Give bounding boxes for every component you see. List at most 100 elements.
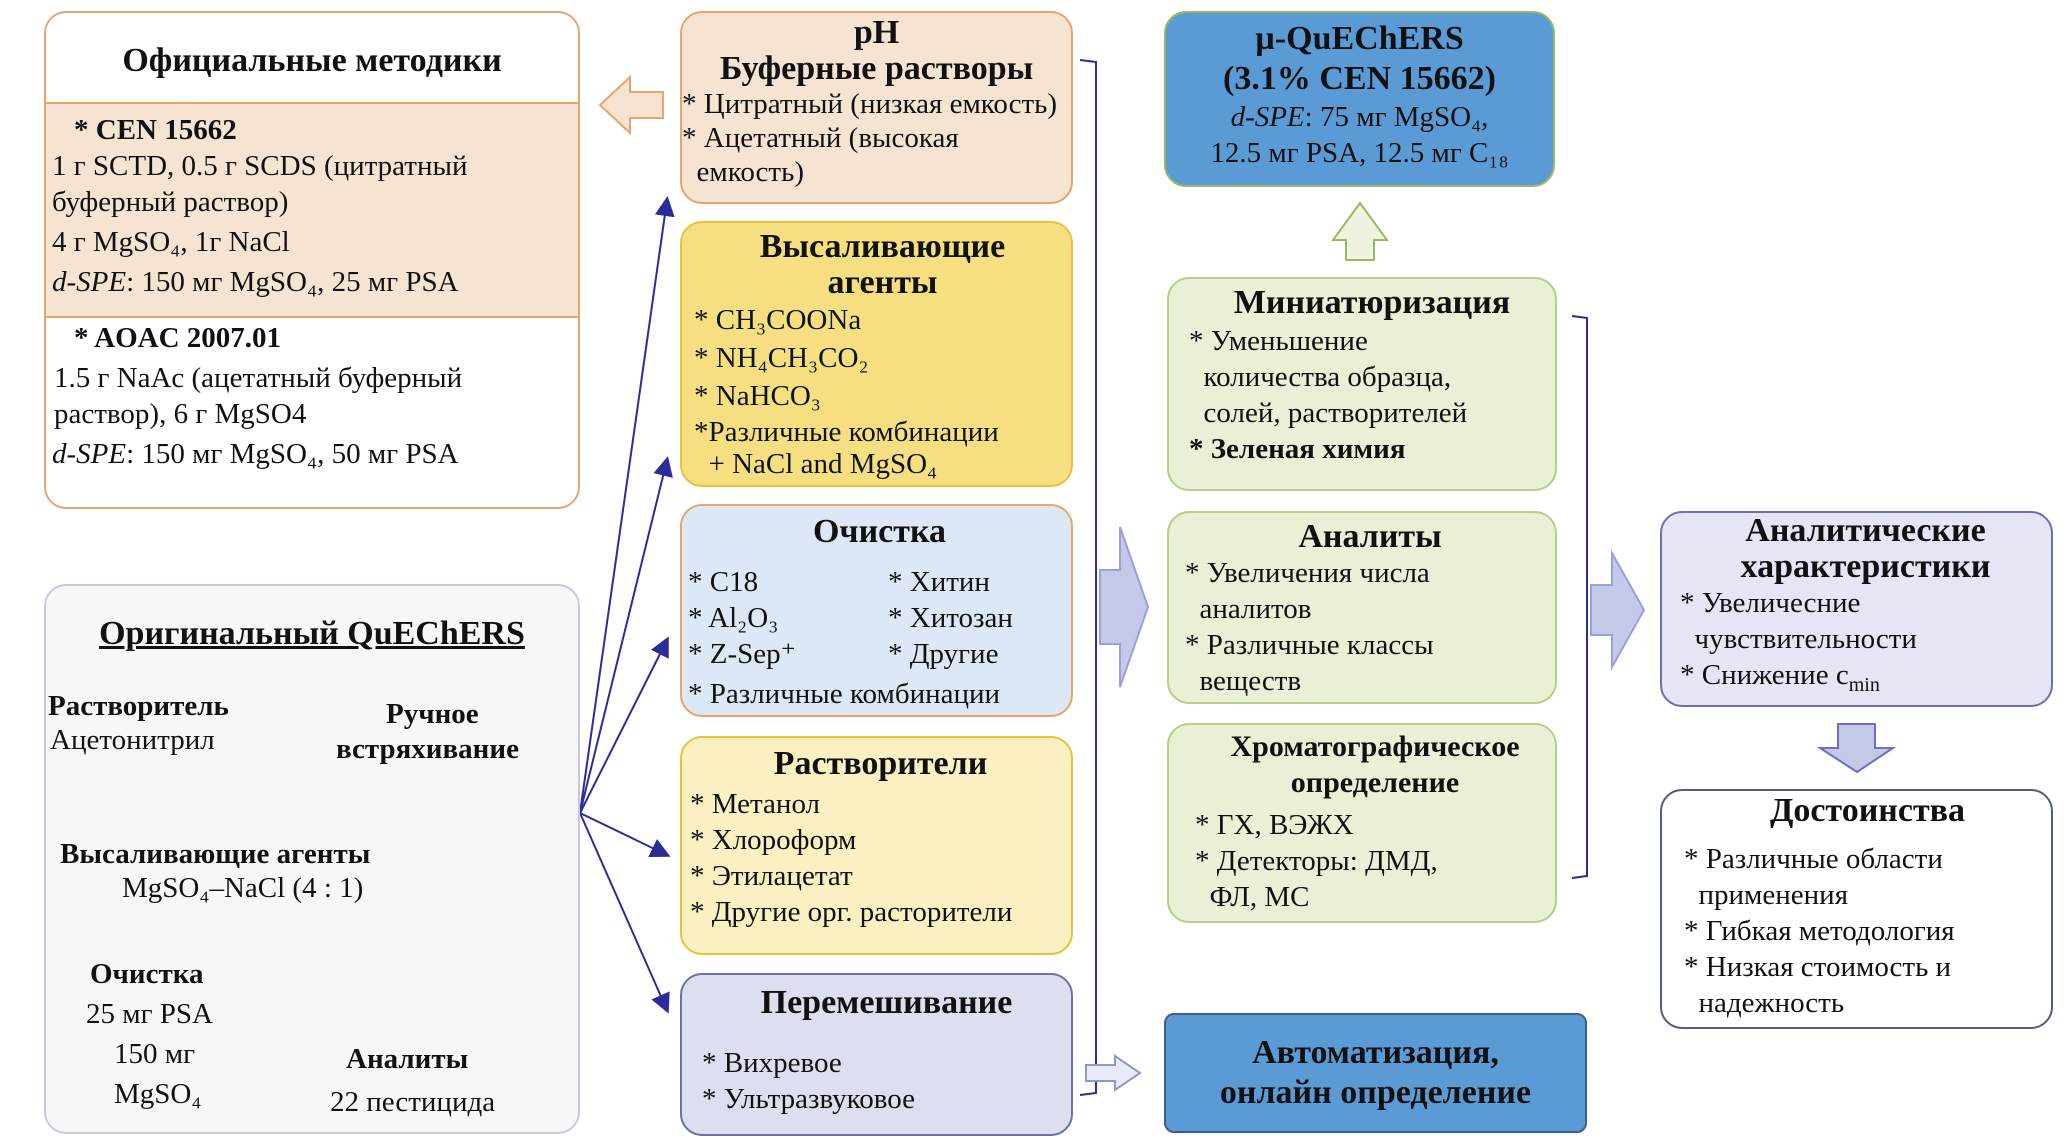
advantages-item: * Гибкая методология (1684, 915, 1955, 947)
analytical-item: * Снижение cmin (1680, 657, 2051, 703)
official-methods-title: Официальные методики (122, 42, 502, 79)
analytes-title: Аналиты (1298, 518, 1442, 555)
analytes-item: веществ (1185, 665, 1302, 697)
left-bracket (1079, 59, 1097, 1096)
analytical-characteristics-box: Аналитические характеристики * Увеличесн… (1660, 511, 2053, 707)
aoac-dspe-line: d-SPE: 150 мг MgSO₄, 50 мг PSA (46, 436, 578, 472)
mixing-title: Перемешивание (760, 984, 1013, 1021)
shaking-label: Ручное (386, 698, 479, 730)
automation-title: Автоматизация, (1252, 1034, 1499, 1071)
micro-quechers-box: µ-QuEChERS (3.1% CEN 15662) d-SPE: 75 мг… (1164, 11, 1555, 187)
chrom-item: ФЛ, МС (1195, 881, 1310, 913)
salting-title: Высаливающие (759, 228, 1006, 265)
big-arrow-right-icon (1099, 526, 1150, 688)
cleanup-box: Очистка * C18 * Al₂O₃ * Z-Sep⁺ * Хитин *… (680, 504, 1073, 717)
cleanup-right-column: * Хитин * Хитозан * Другие (888, 564, 1013, 672)
salting-item: + NaCl and MgSO₄ (694, 448, 938, 480)
aoac-line: 1.5 г NaAc (ацетатный буферный (54, 362, 463, 394)
arrow-to-salting (579, 456, 673, 814)
miniaturization-title: Миниатюризация (1233, 284, 1511, 321)
micro-dspe-line: d-SPE: 75 мг MgSO₄, (1166, 99, 1553, 135)
salting-item: * CH₃COONa (694, 304, 862, 336)
arrow-right-icon (1590, 549, 1646, 671)
analytical-item: чувствительности (1680, 623, 1917, 655)
cleanup-left-column: * C18 * Al₂O₃ * Z-Sep⁺ (688, 564, 796, 672)
solvent-value: Ацетонитрил (50, 724, 215, 756)
analytes-label: Аналиты (346, 1043, 469, 1075)
arrow-up-icon (1331, 201, 1389, 261)
analytes-item: аналитов (1185, 593, 1312, 625)
mini-item: солей, растворителей (1189, 397, 1468, 429)
analytes-value: 22 пестицида (330, 1086, 496, 1118)
chromatography-box: Хроматографическое определение * ГХ, ВЭЖ… (1167, 723, 1557, 923)
mini-item: количества образца, (1189, 361, 1452, 393)
salting-title: агенты (827, 264, 938, 301)
cen-title: * CEN 15662 (74, 114, 237, 146)
cleanup-value: MgSO₄ (114, 1078, 202, 1110)
branch-arrows (579, 196, 675, 1014)
analytes-item: * Различные классы (1185, 629, 1434, 661)
cen-line: 4 г MgSO₄, 1г NaCl (52, 226, 290, 258)
original-quechers-title: Оригинальный QuEChERS (99, 615, 525, 652)
cleanup-item: * Хитин (888, 566, 990, 598)
analytical-item: * Увеличесние (1680, 587, 1861, 619)
arrow-to-ph (579, 196, 675, 814)
analytical-item-text: * Снижение c (1680, 659, 1849, 691)
automation-title: онлайн определение (1219, 1074, 1532, 1111)
mixing-box: Перемешивание * Вихревое * Ультразвуково… (680, 973, 1073, 1136)
micro-line: 12.5 мг PSA, 12.5 мг C₁₈ (1210, 137, 1509, 169)
miniaturization-box: Миниатюризация * Уменьшение количества о… (1167, 277, 1557, 491)
cleanup-item: * Другие (888, 638, 999, 670)
arrow-to-solvents (579, 812, 671, 858)
solvent-label: Растворитель (48, 690, 229, 722)
aoac-line: раствор), 6 г MgSO4 (54, 398, 307, 430)
aoac-section: * AOAC 2007.01 1.5 г NaAc (ацетатный буф… (46, 318, 578, 472)
chrom-item: * ГХ, ВЭЖХ (1195, 809, 1354, 841)
analytical-title: характеристики (1740, 548, 1991, 585)
solvent-item: * Другие орг. расторители (690, 896, 1013, 928)
micro-subtitle: (3.1% CEN 15662) (1223, 60, 1496, 97)
advantages-item: применения (1684, 879, 1849, 911)
dspe-text: : 150 мг MgSO₄, 50 мг PSA (126, 438, 459, 470)
official-methods-box: Официальные методики * CEN 15662 1 г SCT… (44, 11, 580, 509)
analytical-item-sub: min (1848, 673, 1880, 696)
chromatography-title: Хроматографическое (1230, 730, 1520, 763)
salting-item: *Различные комбинации (694, 416, 999, 448)
shaking-label: встряхивание (336, 733, 519, 765)
original-quechers-box: Оригинальный QuEChERS Растворитель Ацето… (44, 584, 580, 1134)
ph-buffers-box: pH Буферные растворы * Цитратный (низкая… (680, 11, 1073, 204)
dspe-label: d-SPE (1230, 101, 1305, 133)
cleanup-label: Очистка (90, 958, 204, 990)
mini-item: * Уменьшение (1189, 325, 1368, 357)
arrow-left-icon (598, 74, 664, 136)
cleanup-value: 150 мг (114, 1038, 195, 1070)
salting-item: * NaHCO₃ (694, 380, 821, 412)
dspe-text: : 150 мг MgSO₄, 25 мг PSA (126, 266, 459, 298)
advantages-item: надежность (1684, 987, 1845, 1019)
solvent-item: * Этилацетат (690, 860, 853, 892)
cleanup-item: * Al₂O₃ (688, 602, 779, 634)
salting-agents-box: Высаливающие агенты * CH₃COONa * NH₄CH₃C… (680, 221, 1073, 487)
dspe-label: d-SPE (52, 266, 127, 298)
dspe-text: : 75 мг MgSO₄, (1304, 101, 1489, 133)
cen-line: буферный раствор) (52, 186, 289, 218)
advantages-title: Достоинства (1769, 792, 1966, 829)
solvent-item: * Метанол (690, 788, 821, 820)
micro-title: µ-QuEChERS (1255, 20, 1464, 57)
aoac-title: * AOAC 2007.01 (74, 322, 282, 354)
salting-item: * NH₄CH₃CO₂ (694, 342, 869, 374)
salting-label: Высаливающие агенты (60, 838, 371, 870)
dspe-label: d-SPE (52, 438, 127, 470)
analytes-box: Аналиты * Увеличения числа аналитов * Ра… (1167, 511, 1557, 704)
arrow-down-icon (1816, 723, 1897, 774)
cen-section: * CEN 15662 1 г SCTD, 0.5 г SCDS (цитрат… (46, 102, 578, 318)
arrow-to-cleanup (579, 636, 669, 814)
cleanup-title: Очистка (812, 513, 947, 550)
ph-item: емкость) (682, 156, 805, 188)
solvent-item: * Хлороформ (690, 824, 857, 856)
ph-item: * Цитратный (низкая емкость) (682, 88, 1058, 120)
advantages-item: * Различные области (1684, 843, 1943, 875)
chromatography-title: определение (1290, 766, 1460, 799)
chrom-item: * Детекторы: ДМД, (1195, 845, 1438, 877)
ph-subtitle: Буферные растворы (719, 50, 1034, 87)
